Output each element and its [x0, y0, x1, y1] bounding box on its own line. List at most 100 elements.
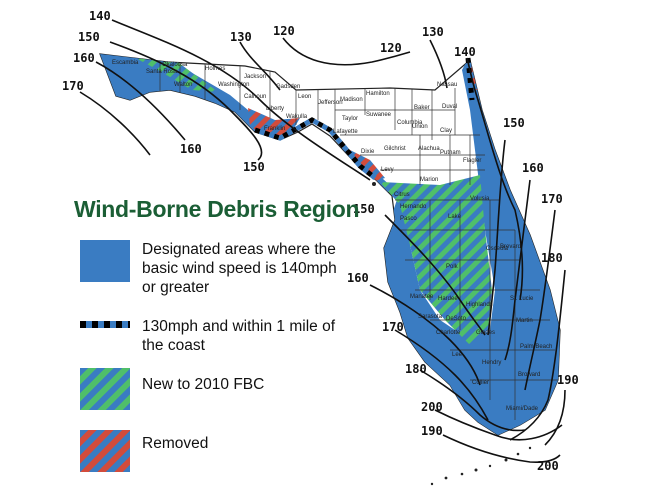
- wind-label: 140: [454, 45, 476, 59]
- county-label: Osceola: [486, 246, 509, 252]
- county-label: Charlotte: [436, 330, 461, 336]
- removed-big-bend: [350, 150, 385, 182]
- county-label: Sarasota: [418, 314, 443, 320]
- legend-swatch-removed: [80, 430, 130, 472]
- county-label: Duval: [442, 104, 457, 110]
- legend-label-coastal-1mile: 130mph and within 1 mile of the coast: [142, 317, 335, 355]
- county-label: Calhoun: [244, 94, 266, 100]
- wind-label: 130: [422, 25, 444, 39]
- wind-label: 150: [78, 30, 100, 44]
- legend-label-new-2010: New to 2010 FBC: [142, 375, 264, 394]
- county-label: Gadsden: [276, 84, 300, 90]
- county-label: Hendry: [482, 360, 501, 366]
- county-label: Jackson: [244, 74, 266, 80]
- wind-label: 160: [522, 161, 544, 175]
- legend-label-designated: Designated areas where the basic wind sp…: [142, 240, 337, 297]
- county-label: Highlands: [466, 302, 493, 308]
- county-label: Nassau: [437, 82, 457, 88]
- county-label: Marion: [420, 177, 438, 183]
- county-label: Union: [412, 124, 428, 130]
- wind-speed-labels: 140 150 160 170 160 150 130 120 120 130 …: [62, 9, 579, 473]
- wind-label: 180: [541, 251, 563, 265]
- legend-label-removed: Removed: [142, 434, 208, 453]
- wind-label: 120: [380, 41, 402, 55]
- legend-title: Wind-Borne Debris Region: [74, 196, 360, 222]
- legend-line: or greater: [142, 279, 210, 296]
- county-label: Collier: [472, 380, 489, 386]
- legend-line: the coast: [142, 337, 205, 354]
- county-labels: Holmes Jackson Gadsden Leon Jefferson Ma…: [112, 60, 552, 412]
- county-label: Glades: [476, 330, 495, 336]
- county-label: Martin: [516, 318, 533, 324]
- county-label: Hardee: [438, 296, 458, 302]
- wind-label: 170: [62, 79, 84, 93]
- county-label: Madison: [340, 97, 363, 103]
- legend-swatch-designated: [80, 240, 130, 282]
- county-label: Manatee: [410, 294, 434, 300]
- county-label: Leon: [298, 94, 311, 100]
- county-label: Dixie: [361, 149, 375, 155]
- county-label: Holmes: [205, 66, 225, 72]
- county-label: Lafayette: [333, 129, 358, 135]
- county-label: Putnam: [440, 150, 461, 156]
- county-label: Okaloosa: [162, 62, 188, 68]
- legend-line: 130mph and within 1 mile of: [142, 318, 336, 335]
- county-label: Escambia: [112, 60, 139, 66]
- county-label: Hernando: [400, 204, 427, 210]
- wind-label: 200: [421, 400, 443, 414]
- county-label: Hamilton: [366, 91, 390, 97]
- county-label: Brevard: [500, 244, 521, 250]
- legend-line: Removed: [142, 435, 209, 452]
- legend-swatch-new-2010: [80, 368, 130, 410]
- county-label: St. Lucie: [510, 296, 534, 302]
- county-label: Citrus: [394, 192, 410, 198]
- county-label: Alachua: [418, 146, 440, 152]
- florida-keys: [372, 182, 532, 486]
- wind-label: 150: [243, 160, 265, 174]
- county-label: Flagler: [463, 158, 481, 164]
- wind-label: 190: [557, 373, 579, 387]
- wind-label: 180: [405, 362, 427, 376]
- county-label: Lake: [448, 214, 462, 220]
- county-label: Franklin: [264, 126, 285, 132]
- county-label: Santa Rosa: [146, 69, 178, 75]
- county-label: Walton: [174, 82, 192, 88]
- county-label: Broward: [518, 372, 540, 378]
- county-label: Volusia: [470, 196, 490, 202]
- county-label: Wakulla: [286, 114, 308, 120]
- wind-label: 150: [503, 116, 525, 130]
- county-label: Lee: [452, 352, 463, 358]
- wind-label: 140: [89, 9, 111, 23]
- county-label: Taylor: [342, 116, 358, 122]
- legend-swatch-coastal-1mile: [80, 321, 130, 328]
- county-label: DeSoto: [446, 316, 467, 322]
- wind-label: 160: [347, 271, 369, 285]
- county-label: Miami/Dade: [506, 406, 539, 412]
- county-label: Polk: [446, 264, 459, 270]
- wind-label: 160: [180, 142, 202, 156]
- wind-label: 150: [353, 202, 375, 216]
- wind-label: 200: [537, 459, 559, 473]
- legend-line: Designated areas where the: [142, 241, 336, 258]
- legend-line: New to 2010 FBC: [142, 376, 265, 393]
- county-lines: [159, 60, 558, 420]
- wind-label: 160: [73, 51, 95, 65]
- wind-label: 170: [541, 192, 563, 206]
- wind-label: 170: [382, 320, 404, 334]
- wind-label: 120: [273, 24, 295, 38]
- wind-contours: [79, 19, 566, 463]
- county-label: Baker: [414, 105, 430, 111]
- county-label: Palm Beach: [520, 344, 552, 350]
- county-label: Suwanee: [366, 112, 392, 118]
- legend-line: basic wind speed is 140mph: [142, 260, 337, 277]
- county-label: Washington: [218, 82, 249, 88]
- wind-label: 130: [230, 30, 252, 44]
- county-label: Clay: [440, 128, 452, 134]
- county-label: Pasco: [400, 216, 417, 222]
- county-label: Gilchrist: [384, 146, 406, 152]
- county-label: Levy: [381, 167, 394, 173]
- county-label: Jefferson: [318, 100, 343, 106]
- wind-label: 190: [421, 424, 443, 438]
- county-label: Columbia: [397, 120, 423, 126]
